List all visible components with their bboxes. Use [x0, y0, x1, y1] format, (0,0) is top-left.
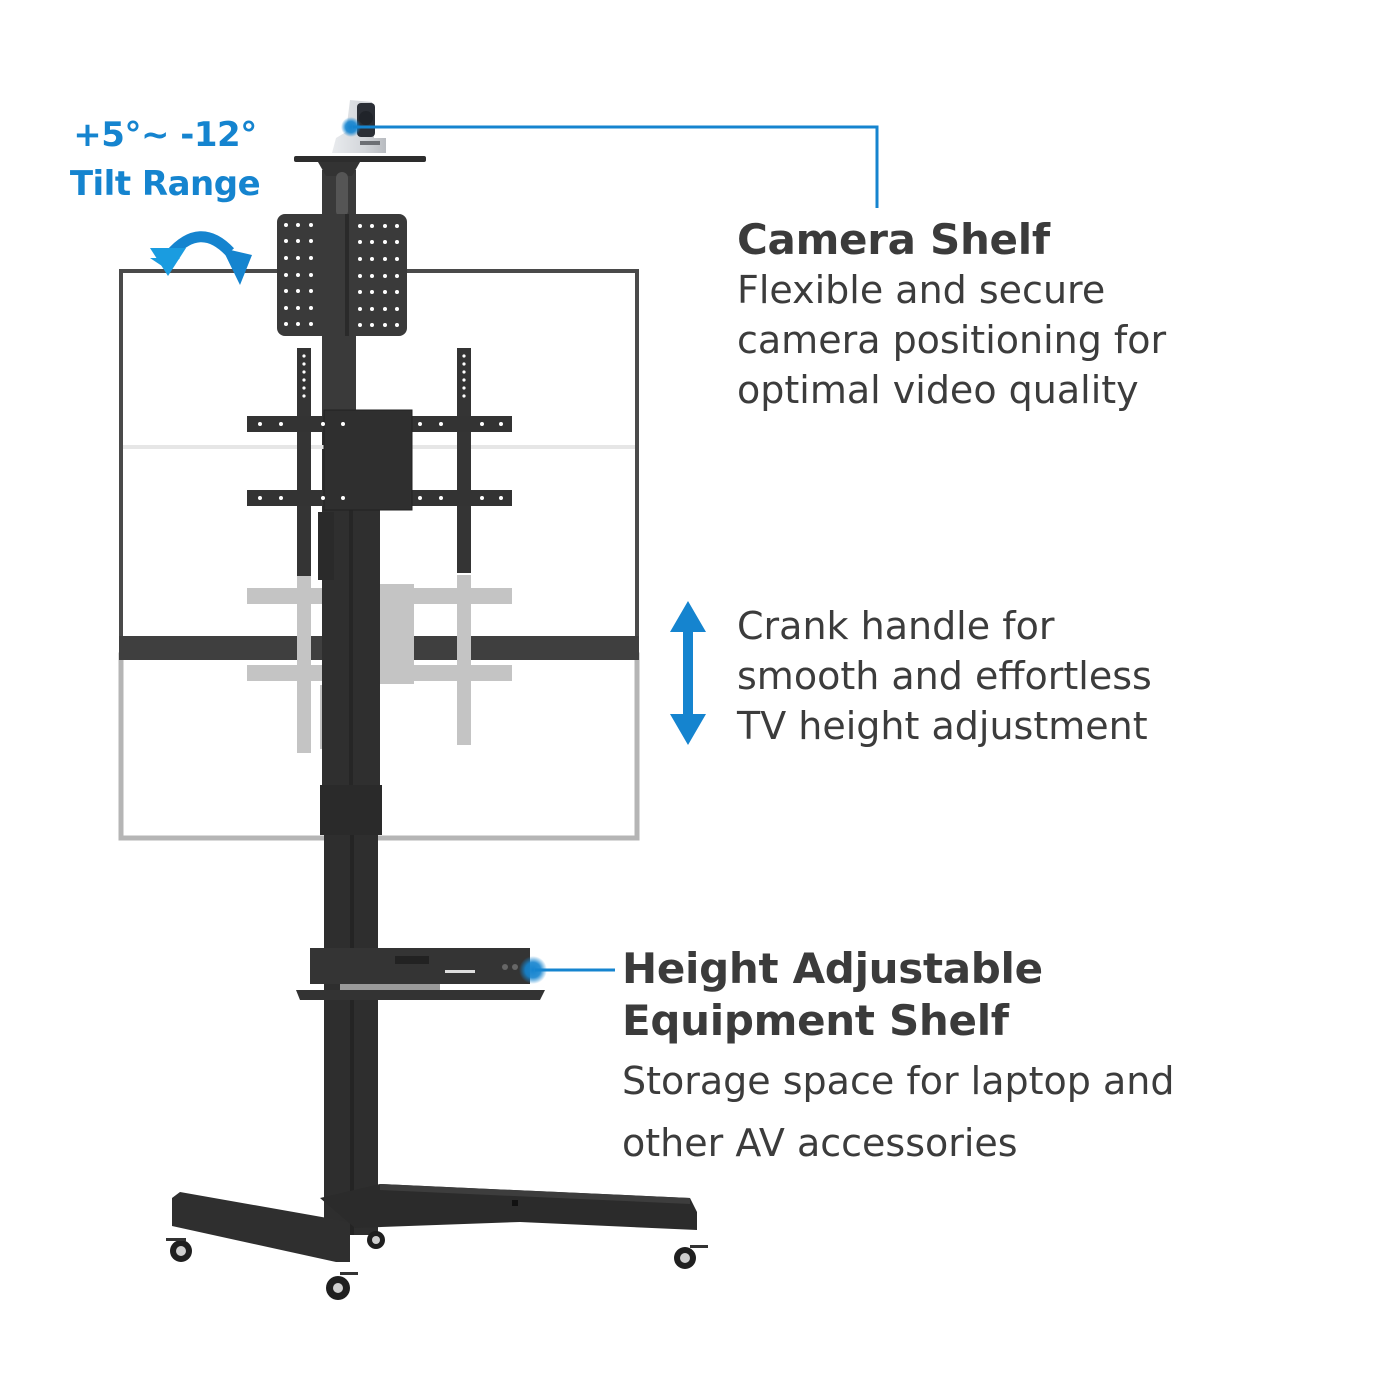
crank-handle-callout: Crank handle for smooth and effortless T… — [737, 601, 1357, 751]
equipment-shelf-callout: Height Adjustable Equipment Shelf Storag… — [622, 943, 1322, 1171]
vesa-bracket-upper — [247, 348, 512, 580]
tilt-range-label: +5°~ -12° Tilt Range — [60, 112, 270, 210]
accessory-plate — [277, 214, 407, 336]
camera-callout-leader — [353, 125, 879, 208]
camera-shelf-callout: Camera Shelf Flexible and secure camera … — [737, 215, 1357, 415]
vertical-double-arrow-icon — [670, 601, 706, 745]
ghost-bracket-lower — [247, 575, 512, 753]
camera-shelf — [294, 100, 426, 217]
base-with-casters — [166, 1184, 708, 1300]
camera-shelf-desc-line-3: optimal video quality — [737, 368, 1139, 412]
crank-desc-line-2: smooth and effortless — [737, 654, 1152, 698]
equipment-shelf-desc-line-1: Storage space for laptop and — [622, 1059, 1175, 1103]
camera-shelf-desc-line-2: camera positioning for — [737, 318, 1167, 362]
crank-desc-line-1: Crank handle for — [737, 604, 1055, 648]
equipment-shelf-desc-line-2: other AV accessories — [622, 1121, 1018, 1165]
curved-double-arrow-icon — [150, 231, 252, 285]
tilt-range-value: +5°~ -12° — [73, 115, 257, 155]
equipment-shelf — [296, 948, 547, 1000]
camera-shelf-title: Camera Shelf — [737, 215, 1050, 264]
equipment-shelf-title-line-1: Height Adjustable — [622, 944, 1043, 993]
tilt-range-title: Tilt Range — [69, 164, 261, 204]
equipment-shelf-title-line-2: Equipment Shelf — [622, 996, 1009, 1045]
camera-shelf-desc-line-1: Flexible and secure — [737, 268, 1106, 312]
crank-desc-line-3: TV height adjustment — [737, 704, 1148, 748]
